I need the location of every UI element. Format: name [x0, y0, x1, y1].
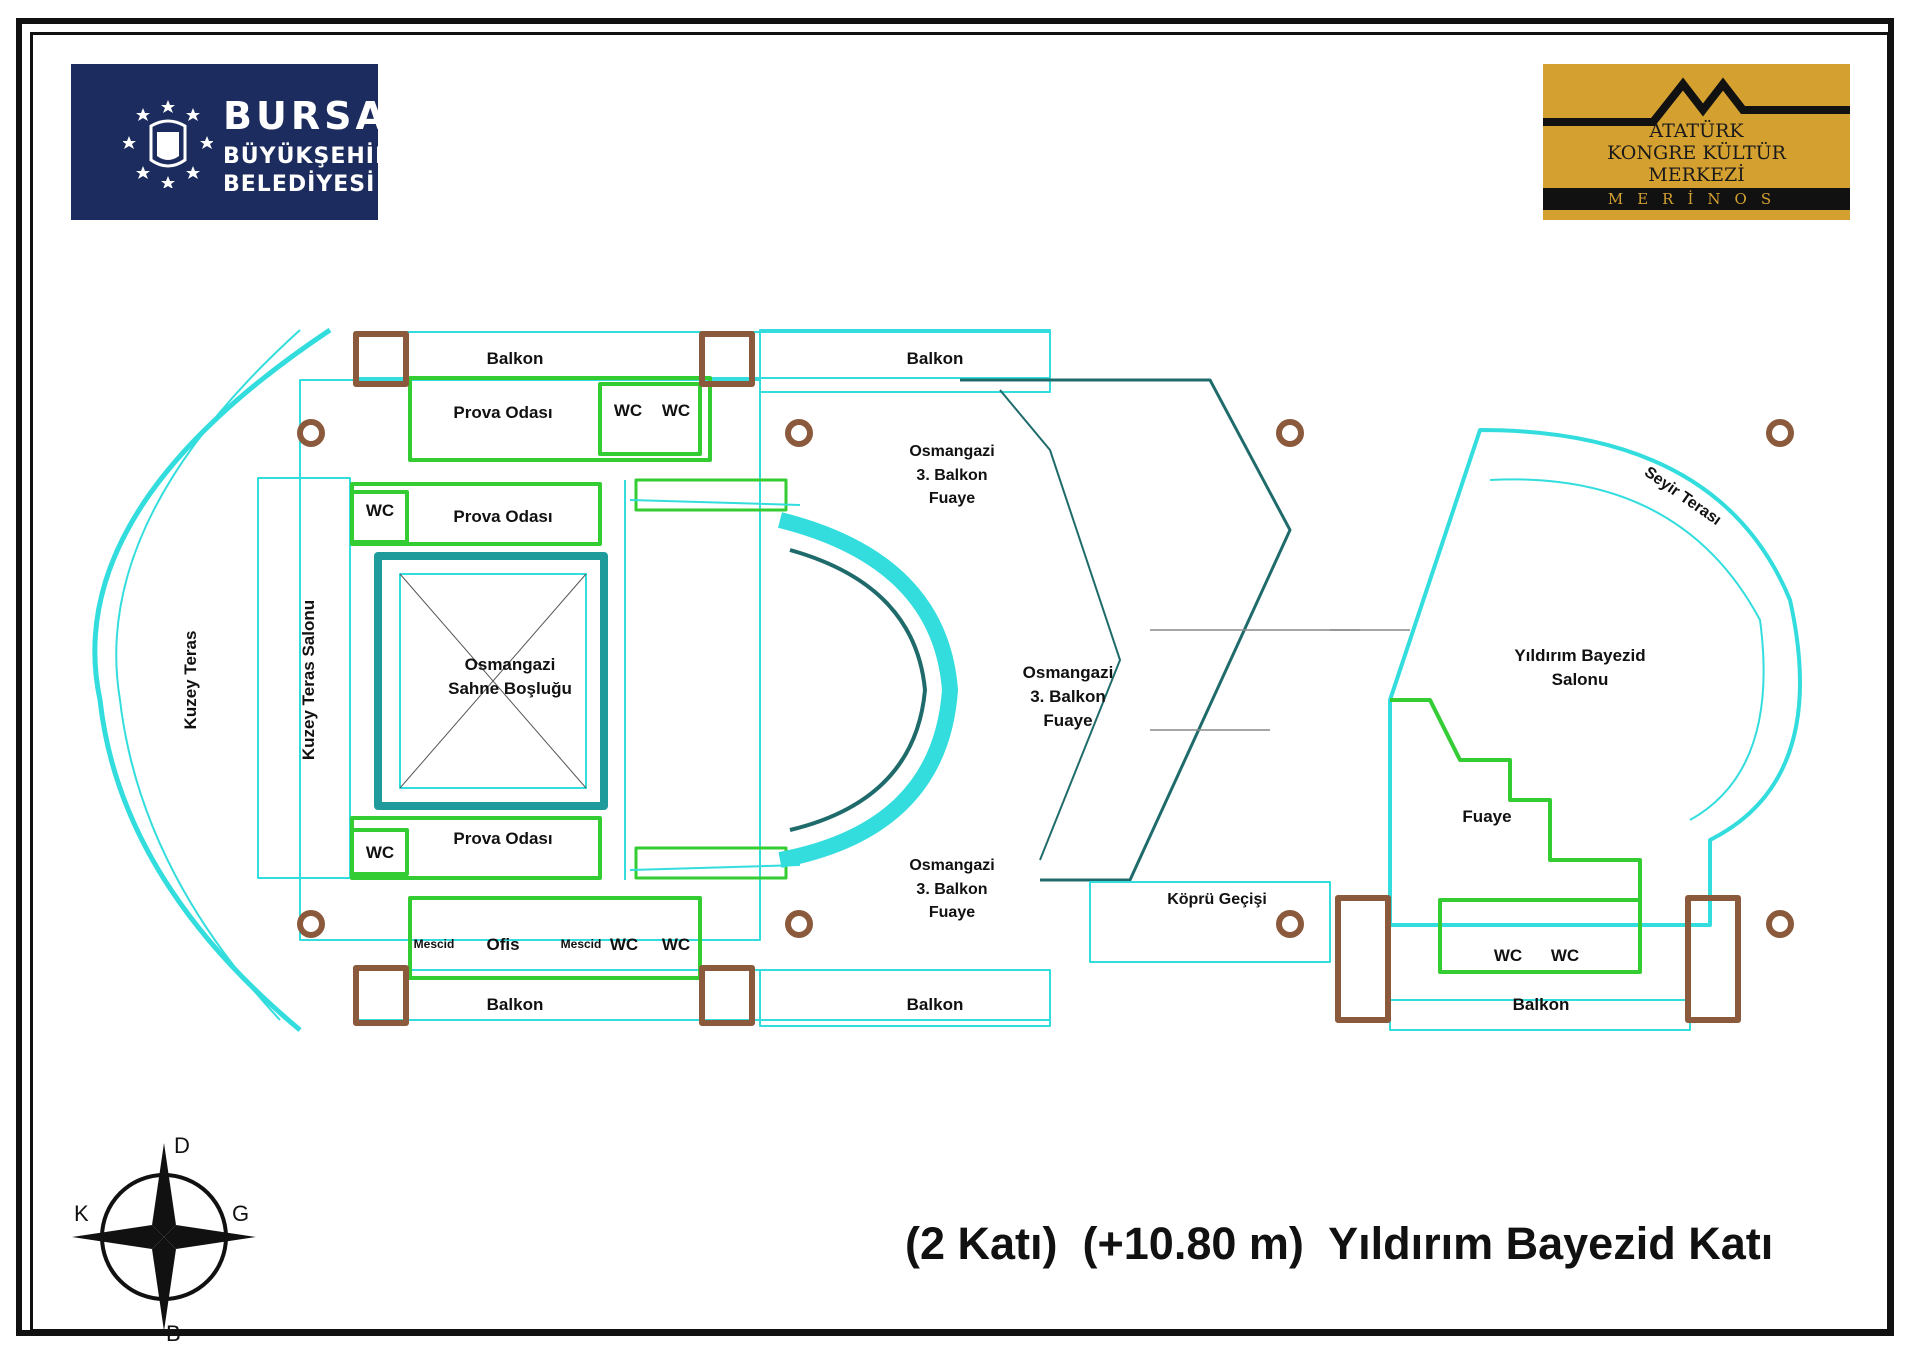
label-wc-left-1: WC [366, 501, 394, 520]
label-mescid-1: Mescid [414, 937, 455, 951]
label-kuzey-teras: Kuzey Teras [181, 631, 200, 730]
yildirim-bayezid-outline [1388, 428, 1802, 927]
label-wc-right-2: WC [1551, 946, 1579, 965]
label-balkon-top-left: Balkon [487, 349, 544, 368]
akm-logo-line3: MERKEZİ [1648, 164, 1745, 186]
akm-merinos-logo: ATATÜRK KONGRE KÜLTÜR MERKEZİ MERİNOS [1543, 64, 1850, 220]
label-osm-foyer-top-2: 3. Balkon [916, 467, 987, 484]
osmangazi-auditorium-seating [778, 512, 958, 868]
label-balkon-bot-left: Balkon [487, 995, 544, 1014]
akm-logo-band-text: MERİNOS [1607, 190, 1786, 208]
compass-north: D [174, 1133, 190, 1158]
label-balkon-bot-mid: Balkon [907, 995, 964, 1014]
akm-mountain-icon [1543, 77, 1850, 126]
label-wc-right-1: WC [1494, 946, 1522, 965]
label-osm-foyer-mid-2: 3. Balkon [1030, 687, 1106, 706]
label-sahne-2: Sahne Boşluğu [448, 679, 572, 698]
label-prova-odasi-1: Prova Odası [453, 403, 552, 422]
label-wc-top-1: WC [614, 401, 642, 420]
bursa-logo-line3: BELEDİYESİ [223, 172, 376, 197]
label-osm-foyer-top-1: Osmangazi [909, 443, 994, 460]
sahne-boslugu-outline [374, 552, 608, 810]
kopru-gecisi-outline [1089, 881, 1331, 963]
compass-east: G [232, 1201, 249, 1226]
label-sahne-1: Osmangazi [465, 655, 556, 674]
label-ofis: Ofis [486, 935, 519, 954]
label-osm-foyer-bot-2: 3. Balkon [916, 881, 987, 898]
label-kuzey-teras-salonu: Kuzey Teras Salonu [299, 600, 318, 760]
bursa-logo-line2: BÜYÜKŞEHİR [223, 144, 393, 169]
compass-south: B [166, 1321, 181, 1343]
label-fuaye: Fuaye [1462, 807, 1511, 826]
bursa-logo-line1: BURSA [223, 94, 389, 138]
compass-west: K [74, 1201, 89, 1226]
label-mescid-2: Mescid [561, 937, 602, 951]
label-prova-odasi-3: Prova Odası [453, 829, 552, 848]
label-osm-foyer-mid-3: Fuaye [1043, 711, 1092, 730]
akm-logo-line2: KONGRE KÜLTÜR [1607, 142, 1786, 164]
label-wc-bot-2: WC [662, 935, 690, 954]
prova-odasi-1-outline [408, 376, 712, 462]
stair-tl [353, 331, 409, 387]
osmangazi-foyer-outline [960, 378, 1292, 882]
label-balkon-top-mid: Balkon [907, 349, 964, 368]
label-osm-foyer-bot-1: Osmangazi [909, 857, 994, 874]
label-wc-bot-1: WC [610, 935, 638, 954]
column-1 [297, 419, 325, 447]
bursa-municipality-logo: BURSA BÜYÜKŞEHİR BELEDİYESİ [71, 64, 392, 220]
outer-frame [16, 18, 1894, 1336]
label-kopru-gecisi: Köprü Geçişi [1167, 891, 1267, 908]
label-wc-top-2: WC [662, 401, 690, 420]
kuzey-teras-salonu-outline [257, 477, 351, 879]
label-yb-salon-2: Salonu [1552, 670, 1609, 689]
bursa-crest-icon [123, 100, 213, 188]
akm-logo-band: MERİNOS [1543, 188, 1850, 210]
label-osm-foyer-top-3: Fuaye [929, 490, 975, 507]
kuzey-teras-arc [92, 327, 332, 1032]
inner-frame [30, 32, 1890, 1332]
floor-title: (2 Katı) (+10.80 m) Yıldırım Bayezid Kat… [905, 1218, 1774, 1269]
label-osm-foyer-mid-1: Osmangazi [1023, 663, 1114, 682]
akm-logo-line1: ATATÜRK [1649, 120, 1744, 142]
label-wc-left-2: WC [366, 843, 394, 862]
label-yb-salon-1: Yıldırım Bayezid [1514, 646, 1645, 665]
compass-rose-icon: D B K G [72, 1133, 256, 1343]
label-balkon-right: Balkon [1513, 995, 1570, 1014]
label-prova-odasi-2: Prova Odası [453, 507, 552, 526]
label-osm-foyer-bot-3: Fuaye [929, 904, 975, 921]
